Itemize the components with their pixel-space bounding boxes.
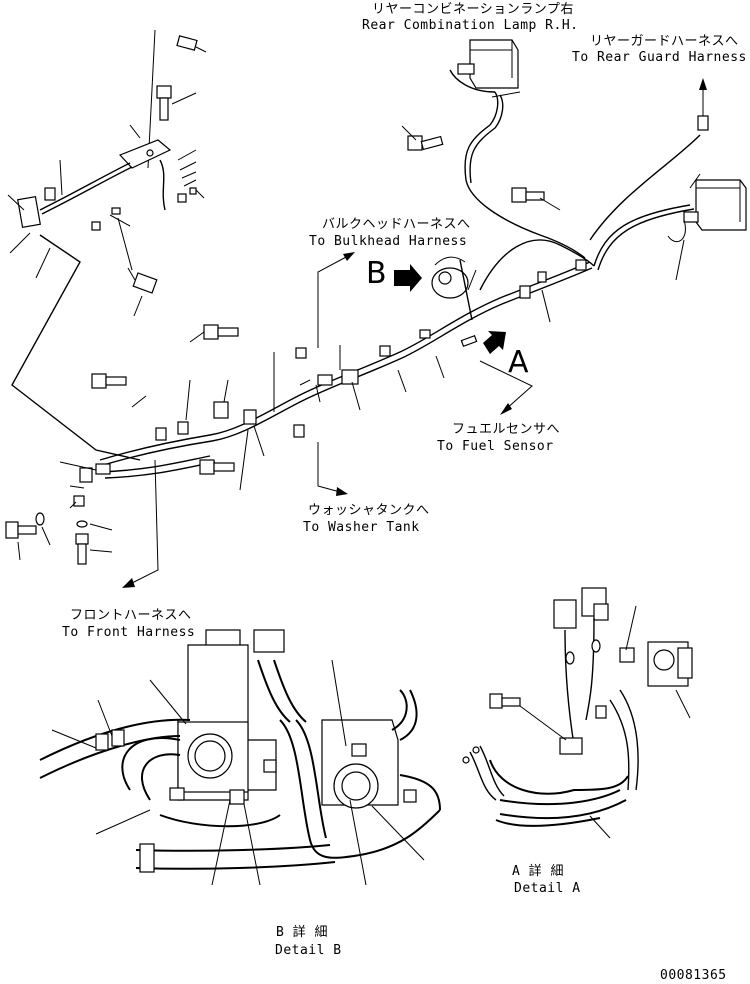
bolt-icon bbox=[75, 533, 89, 565]
rear-guard-label-jp: リヤーガードハーネスへ bbox=[590, 34, 739, 49]
fuel-sensor-label-jp: フュエルセンサへ bbox=[452, 422, 560, 437]
leader-lines bbox=[131, 91, 701, 491]
detail-b-view bbox=[39, 629, 441, 886]
bolt-icon bbox=[511, 187, 545, 203]
bolt-icon bbox=[127, 267, 158, 294]
detail-a-label-jp: A 詳 細 bbox=[512, 863, 564, 879]
front-harness-label-jp: フロントハーネスへ bbox=[70, 608, 192, 623]
bolt-icon bbox=[156, 85, 172, 121]
destination-arrows bbox=[122, 78, 707, 588]
rear-lamp-label-jp: リヤーコンビネーションランプ右 bbox=[372, 2, 574, 17]
detail-a-view bbox=[462, 587, 693, 839]
rear-combination-lamp bbox=[457, 39, 519, 89]
a-view-arrow bbox=[483, 331, 506, 354]
lower-left-fasteners bbox=[5, 461, 113, 565]
rear-lamp-right bbox=[667, 179, 747, 242]
washer-icon bbox=[35, 512, 45, 526]
marker-b: B bbox=[366, 256, 387, 291]
bolt-icon bbox=[5, 521, 37, 539]
b-view-arrow bbox=[394, 264, 422, 292]
upper-left-bracket-assembly bbox=[7, 29, 207, 461]
washer-tank-label-en: To Washer Tank bbox=[303, 520, 420, 535]
fuel-sensor-label-en: To Fuel Sensor bbox=[437, 439, 554, 454]
detail-b-label-en: Detail B bbox=[275, 943, 342, 958]
washer-icon bbox=[76, 520, 88, 528]
bolt-icon bbox=[489, 693, 521, 709]
bulkhead-label-jp: バルクヘッドハーネスへ bbox=[322, 217, 471, 232]
detail-a-label-en: Detail A bbox=[514, 881, 581, 896]
bolt-icon bbox=[199, 459, 235, 475]
bulkhead-label-en: To Bulkhead Harness bbox=[309, 234, 467, 249]
bolt-icon bbox=[203, 324, 239, 340]
drawing-number: 00081365 bbox=[660, 968, 727, 983]
detail-b-label-jp: B 詳 細 bbox=[276, 924, 328, 940]
washer-tank-label-jp: ウォッシャタンクへ bbox=[308, 503, 430, 518]
bolt-icon bbox=[176, 35, 207, 53]
front-harness-label-en: To Front Harness bbox=[62, 625, 195, 640]
bolt-icon bbox=[91, 373, 127, 389]
marker-a: A bbox=[508, 345, 529, 380]
rear-guard-label-en: To Rear Guard Harness bbox=[572, 50, 747, 65]
rear-lamp-label-en: Rear Combination Lamp R.H. bbox=[362, 18, 579, 33]
bolt-icon bbox=[407, 135, 444, 151]
rear-guard-connector bbox=[697, 115, 709, 131]
